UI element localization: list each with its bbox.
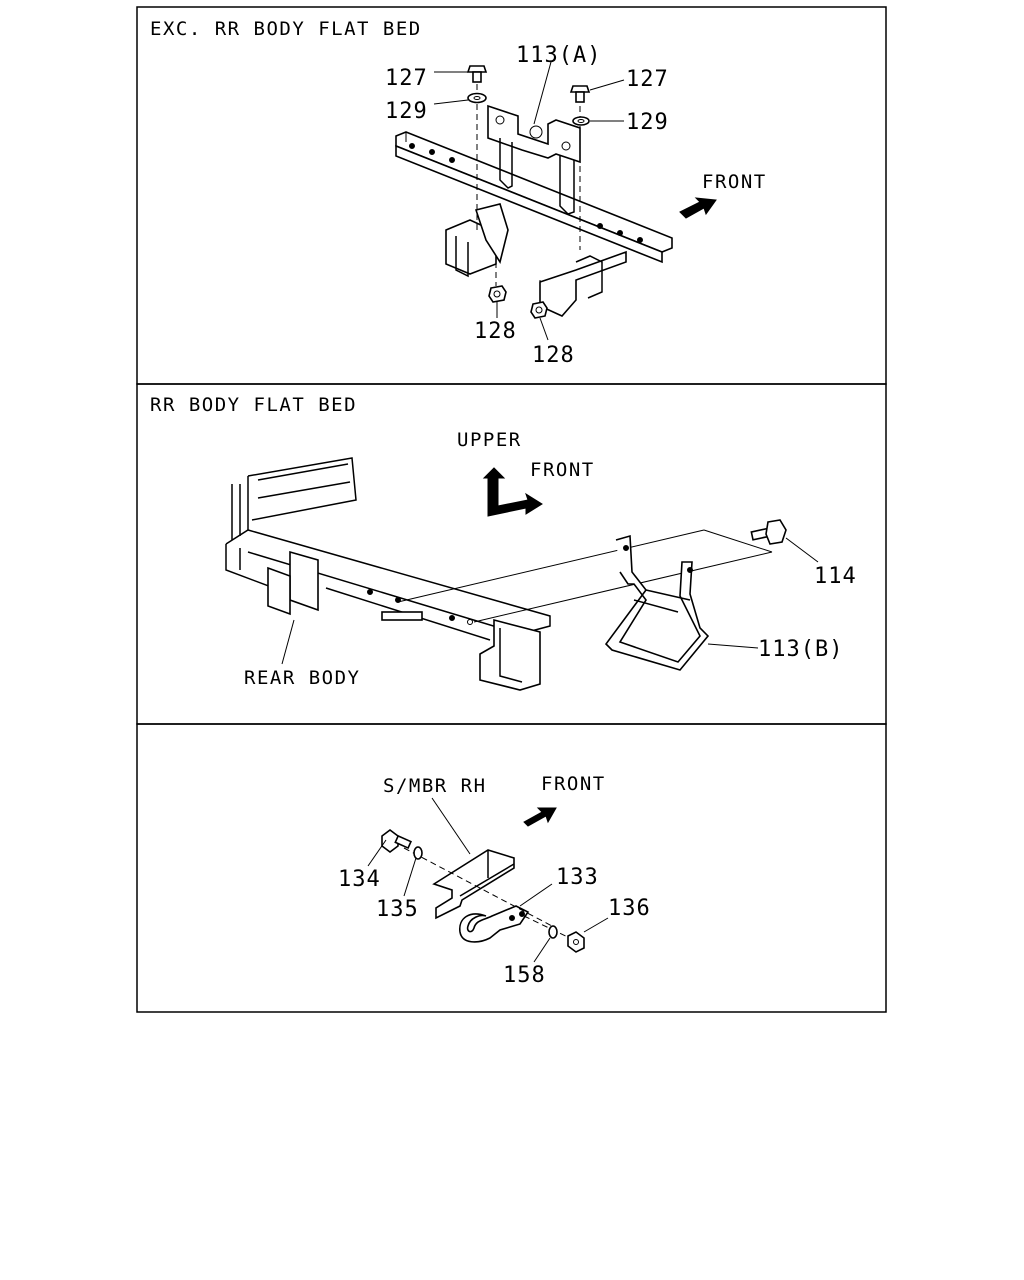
front-label: FRONT xyxy=(702,171,767,193)
callout-135: 135 xyxy=(376,897,419,922)
washer-158 xyxy=(548,925,558,939)
callout-158: 158 xyxy=(503,963,546,988)
callout-136: 136 xyxy=(608,896,651,921)
side-member-rh xyxy=(432,849,515,920)
panel-1-title: EXC. RR BODY FLAT BED xyxy=(150,18,422,40)
callout-113b: 113(B) xyxy=(758,637,843,662)
callout-114: 114 xyxy=(814,564,857,589)
front-label: FRONT xyxy=(530,459,595,481)
bolt-134 xyxy=(381,829,412,853)
rear-body-label: REAR BODY xyxy=(244,667,360,689)
panel-rr-body-flat-bed: RR BODY FLAT BED xyxy=(136,383,887,725)
panel-3-frame xyxy=(136,723,887,1013)
panel-exc-rr-body-flat-bed: EXC. RR BODY FLAT BED xyxy=(136,6,887,385)
washer-129-right xyxy=(572,116,590,126)
callout-134: 134 xyxy=(338,867,381,892)
callout-133: 133 xyxy=(556,865,599,890)
bolt-114 xyxy=(750,519,787,545)
nut-128-right xyxy=(530,301,548,319)
rear-body xyxy=(225,457,551,691)
callout-129-left: 129 xyxy=(385,99,428,124)
nut-136 xyxy=(567,931,585,953)
panel-2-title: RR BODY FLAT BED xyxy=(150,394,357,416)
bolt-127-left xyxy=(466,65,488,83)
bolt-127-right xyxy=(569,85,591,103)
callout-127-left: 127 xyxy=(385,66,428,91)
callout-113a: 113(A) xyxy=(516,43,601,68)
frame-side-members xyxy=(445,203,627,317)
bracket-113b xyxy=(604,534,710,671)
upper-label: UPPER xyxy=(457,429,522,451)
callout-128-left: 128 xyxy=(474,319,517,344)
nut-128-left xyxy=(488,285,507,303)
washer-129-left xyxy=(467,92,487,104)
panel-tow-hook: S/MBR RH FRONT 134 135 133 136 158 xyxy=(136,723,887,1013)
front-arrow-icon xyxy=(679,197,717,219)
callout-128-right: 128 xyxy=(532,343,575,368)
tow-hook-133 xyxy=(459,905,530,943)
rear-crossmember xyxy=(395,131,673,264)
washer-135 xyxy=(413,846,423,860)
callout-127-right: 127 xyxy=(626,67,669,92)
front-arrow-icon xyxy=(523,807,557,827)
callout-129-right: 129 xyxy=(626,110,669,135)
smbr-rh-label: S/MBR RH xyxy=(383,775,487,797)
front-label: FRONT xyxy=(541,773,606,795)
upper-front-arrow-icon xyxy=(482,467,543,517)
